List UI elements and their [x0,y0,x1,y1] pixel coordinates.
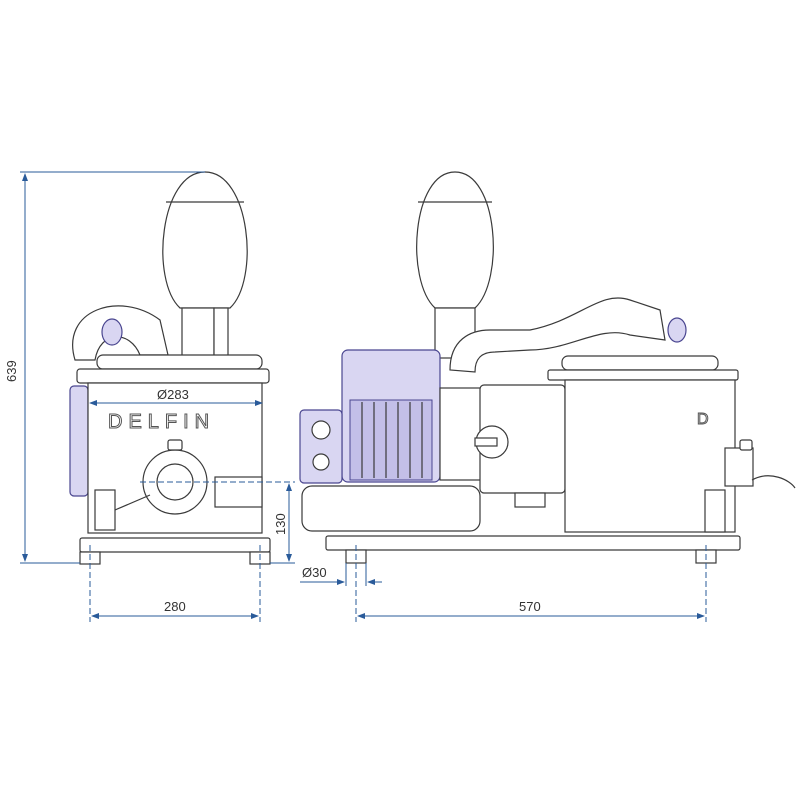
bulb-neck [181,307,215,357]
front-view: D [299,171,796,564]
dim-overall-height: 639 [4,360,19,382]
brand-logo-front: D [697,411,715,428]
tank-lid [561,355,719,371]
dim-front-feet-spacing: 570 [519,599,541,614]
motor-fins [361,402,423,478]
filter-bulb [416,171,494,309]
connecting-pipe [449,297,666,373]
side-view: DELFIN [69,171,271,565]
side-panel [69,385,89,497]
filter-bulb [162,171,248,309]
brand-logo-side: DELFIN [108,411,215,433]
terminal-box [299,409,343,484]
dim-foot-diameter: Ø30 [302,565,327,580]
dimensions: 639 Ø283 130 280 Ø30 570 [4,171,707,622]
pipe-cap [101,318,123,346]
base-plate-side [79,537,271,553]
dim-side-feet-spacing: 280 [164,599,186,614]
dim-tank-diameter: Ø283 [157,387,189,402]
dim-inlet-height: 130 [273,513,288,535]
base-plate-front [325,535,741,551]
blower-housing [301,485,481,532]
tank-lid [96,354,263,370]
